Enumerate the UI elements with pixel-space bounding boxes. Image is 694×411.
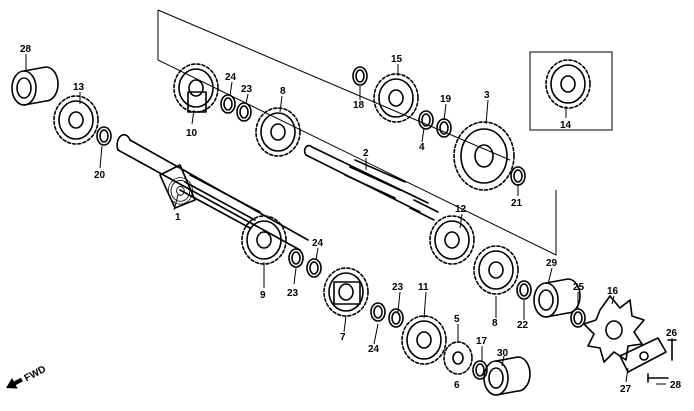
callout-23-top: 23 <box>241 84 253 95</box>
callout-13: 13 <box>73 82 85 93</box>
callout-29: 29 <box>546 258 558 269</box>
callout-17: 17 <box>476 336 488 347</box>
washer-23-low <box>388 308 404 328</box>
washer-18 <box>352 66 368 86</box>
callout-28-bottom: 28 <box>670 380 682 391</box>
clip-24-mid <box>306 258 322 278</box>
callout-22: 22 <box>517 320 529 331</box>
bearing-28 <box>11 66 59 106</box>
callout-21: 21 <box>511 198 523 209</box>
gear-6 <box>443 341 473 375</box>
washer-21 <box>510 166 526 186</box>
gear-11 <box>401 315 447 365</box>
callout-27: 27 <box>620 384 632 395</box>
clip-24-low <box>370 302 386 322</box>
fwd-arrow-icon <box>6 377 23 389</box>
gear-15 <box>373 73 419 123</box>
washer-19 <box>436 118 452 138</box>
callout-23-low: 23 <box>392 282 404 293</box>
callout-5: 5 <box>454 314 460 325</box>
bolt-28-lower <box>647 373 669 383</box>
washer-20 <box>96 126 112 146</box>
callout-28-top: 28 <box>20 44 32 55</box>
callout-8-upper: 8 <box>280 86 286 97</box>
callout-12: 12 <box>455 204 467 215</box>
callouts: 1 2 3 4 5 6 7 8 8 9 10 11 12 13 14 15 16… <box>20 44 682 395</box>
gear-8-upper <box>255 107 301 157</box>
washer-22 <box>516 280 532 300</box>
callout-7: 7 <box>340 332 346 343</box>
callout-16: 16 <box>607 286 619 297</box>
callout-19: 19 <box>440 94 452 105</box>
callout-14: 14 <box>560 120 572 131</box>
gear-14 <box>545 59 591 109</box>
callout-8-lower: 8 <box>492 318 498 329</box>
callout-15: 15 <box>391 54 403 65</box>
mainshaft <box>116 133 309 251</box>
callout-18: 18 <box>353 100 365 111</box>
gear-9 <box>241 215 287 265</box>
callout-24-low: 24 <box>368 344 380 355</box>
sprocket-16 <box>583 295 645 363</box>
callout-23-mid: 23 <box>287 288 299 299</box>
gear-13 <box>53 95 99 145</box>
callout-3: 3 <box>484 90 490 101</box>
callout-25: 25 <box>573 282 585 293</box>
washer-23-mid <box>288 248 304 268</box>
washer-25 <box>570 308 586 328</box>
callout-20: 20 <box>94 170 106 181</box>
countershaft <box>303 144 439 221</box>
callout-24-top: 24 <box>225 72 237 83</box>
callout-6: 6 <box>454 380 460 391</box>
assembly-frame <box>157 9 613 256</box>
fwd-arrow: FWD <box>6 364 48 389</box>
callout-26: 26 <box>666 328 678 339</box>
plate-27 <box>619 337 667 373</box>
fwd-label: FWD <box>23 364 48 384</box>
gear-12 <box>429 215 475 265</box>
gear-10 <box>173 63 219 113</box>
callout-2: 2 <box>363 148 369 159</box>
callout-9: 9 <box>260 290 266 301</box>
washer-23-top <box>236 102 252 122</box>
callout-10: 10 <box>186 128 198 139</box>
leader-lines <box>25 54 673 385</box>
gear-7 <box>323 267 369 317</box>
gear-8-lower <box>473 245 519 295</box>
callout-4: 4 <box>419 142 425 153</box>
bearing-30 <box>483 356 531 396</box>
gear-3 <box>453 121 515 191</box>
callout-1: 1 <box>175 212 181 223</box>
clip-24-top <box>220 94 236 114</box>
callout-30: 30 <box>497 348 509 359</box>
callout-24-mid: 24 <box>312 238 324 249</box>
callout-11: 11 <box>418 282 429 293</box>
collar-4 <box>418 110 434 130</box>
